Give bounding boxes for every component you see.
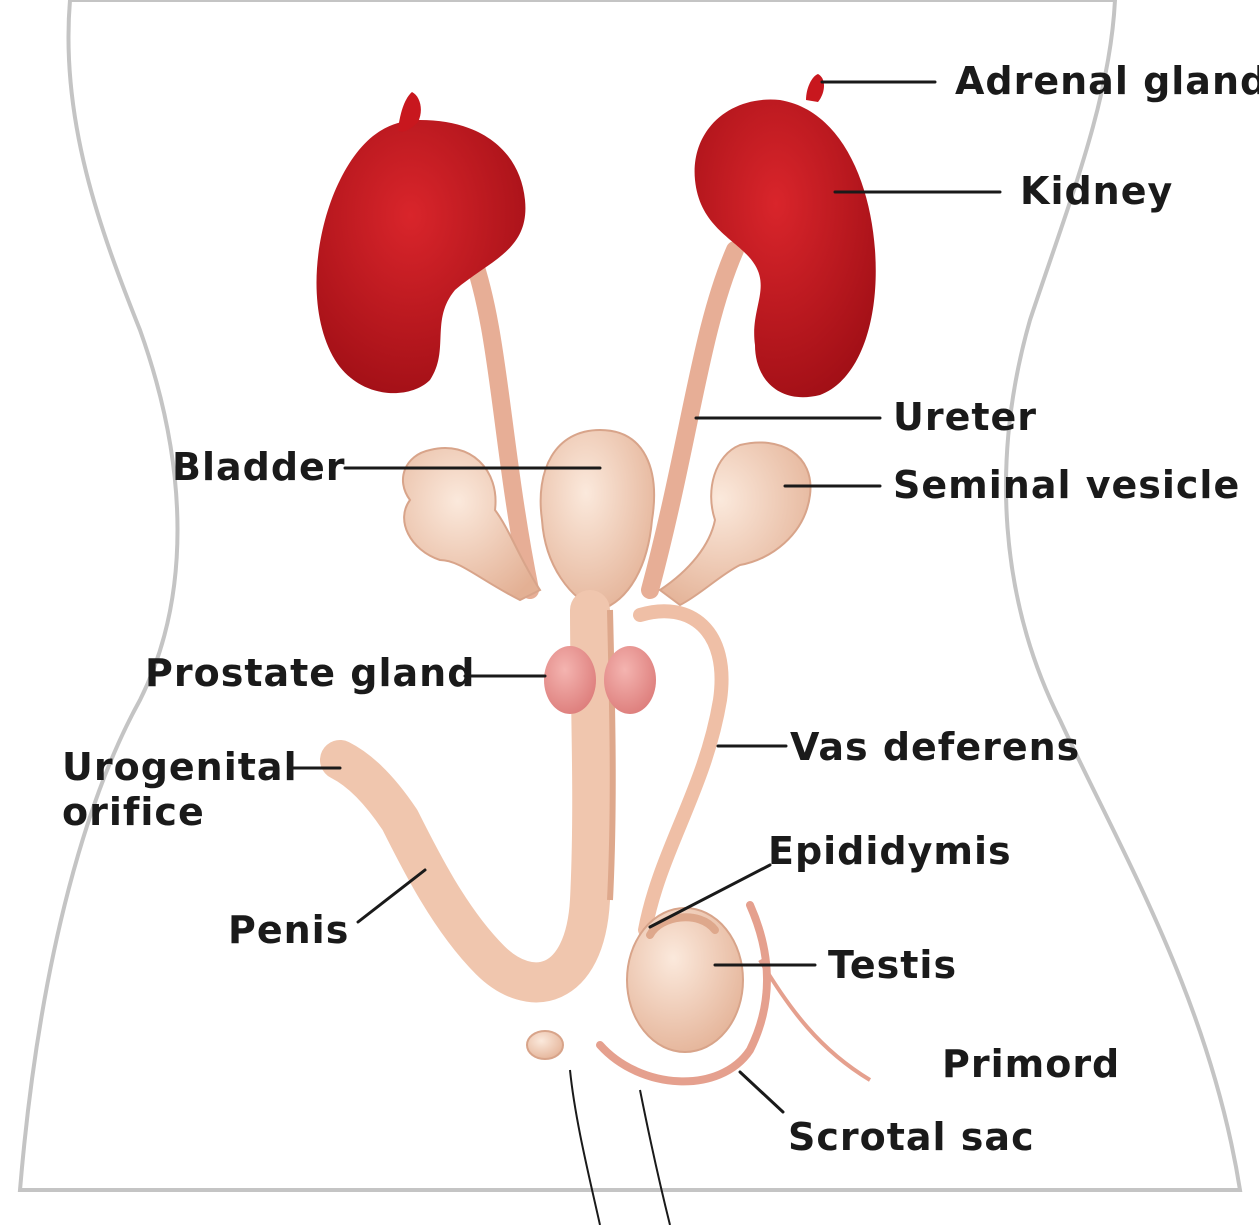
label-scrotal-sac: Scrotal sac: [788, 1115, 1035, 1159]
bladder: [541, 430, 654, 610]
label-bladder: Bladder: [172, 445, 346, 489]
label-testis: Testis: [828, 943, 957, 987]
prostate-left-lobe: [544, 646, 596, 714]
label-epididymis: Epididymis: [768, 829, 1012, 873]
lower-line-right: [640, 1090, 670, 1225]
label-urogenital-line1: Urogenital: [62, 745, 298, 789]
label-primord: Primord: [942, 1042, 1120, 1086]
label-penis: Penis: [228, 908, 349, 952]
label-ureter: Ureter: [893, 395, 1037, 439]
penis-leader: [358, 870, 425, 922]
label-seminal-vesicle: Seminal vesicle: [893, 463, 1240, 507]
label-urogenital-line2: orifice: [62, 790, 205, 834]
label-kidney: Kidney: [1020, 169, 1173, 213]
testis: [627, 908, 743, 1052]
penis-glans: [527, 1031, 563, 1059]
scrotal-sac-leader: [740, 1072, 783, 1112]
label-vas-deferens: Vas deferens: [790, 725, 1080, 769]
prostate-right-lobe: [604, 646, 656, 714]
right-adrenal-gland: [806, 74, 824, 102]
penis-shading: [610, 610, 613, 900]
vas-deferens: [640, 611, 722, 930]
label-prostate-gland: Prostate gland: [145, 651, 475, 695]
label-adrenal-gland: Adrenal gland: [955, 59, 1259, 103]
right-kidney: [695, 100, 876, 398]
lower-line-left: [570, 1070, 600, 1225]
